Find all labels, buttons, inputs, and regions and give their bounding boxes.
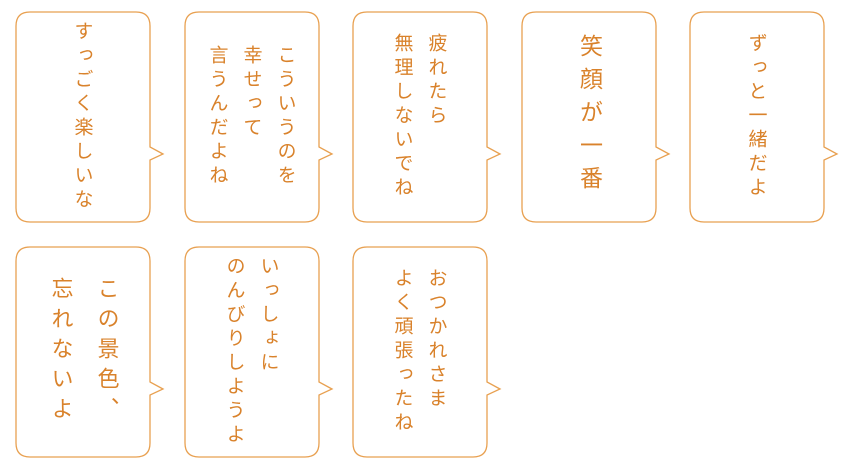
bubble-outline xyxy=(184,11,334,223)
speech-bubble-3: 疲れたら 無理しないでね xyxy=(352,11,502,224)
bubble-text: すっごく楽しいな xyxy=(71,20,94,213)
bubble-outline xyxy=(15,246,165,458)
speech-bubble-8: おつかれさま よく頑張ったね xyxy=(352,246,502,459)
bubble-outline xyxy=(521,11,671,223)
bubble-outline xyxy=(689,11,839,223)
speech-bubble-7: いっしょに のんびりしようよ xyxy=(184,246,334,459)
bubble-text: 疲れたら 無理しないでね xyxy=(391,32,448,201)
speech-bubble-4: 笑顔が一番 xyxy=(521,11,671,224)
speech-bubble-2: こういうのを 幸せって 言うんだよね xyxy=(184,11,334,224)
bubble-text: いっしょに のんびりしようよ xyxy=(223,255,280,448)
bubble-text: ずっと一緒だよ xyxy=(745,32,768,201)
speech-bubble-5: ずっと一緒だよ xyxy=(689,11,839,224)
bubble-text: この景色、 忘れないよ xyxy=(47,276,119,427)
bubble-outline xyxy=(352,246,502,458)
bubble-text: こういうのを 幸せって 言うんだよね xyxy=(206,44,297,189)
speech-bubble-1: すっごく楽しいな xyxy=(15,11,165,224)
bubble-outline xyxy=(352,11,502,223)
bubble-text: おつかれさま よく頑張ったね xyxy=(391,267,448,436)
bubble-outline xyxy=(15,11,165,223)
speech-bubble-6: この景色、 忘れないよ xyxy=(15,246,165,459)
bubble-outline xyxy=(184,246,334,458)
bubble-text: 笑顔が一番 xyxy=(575,34,602,199)
